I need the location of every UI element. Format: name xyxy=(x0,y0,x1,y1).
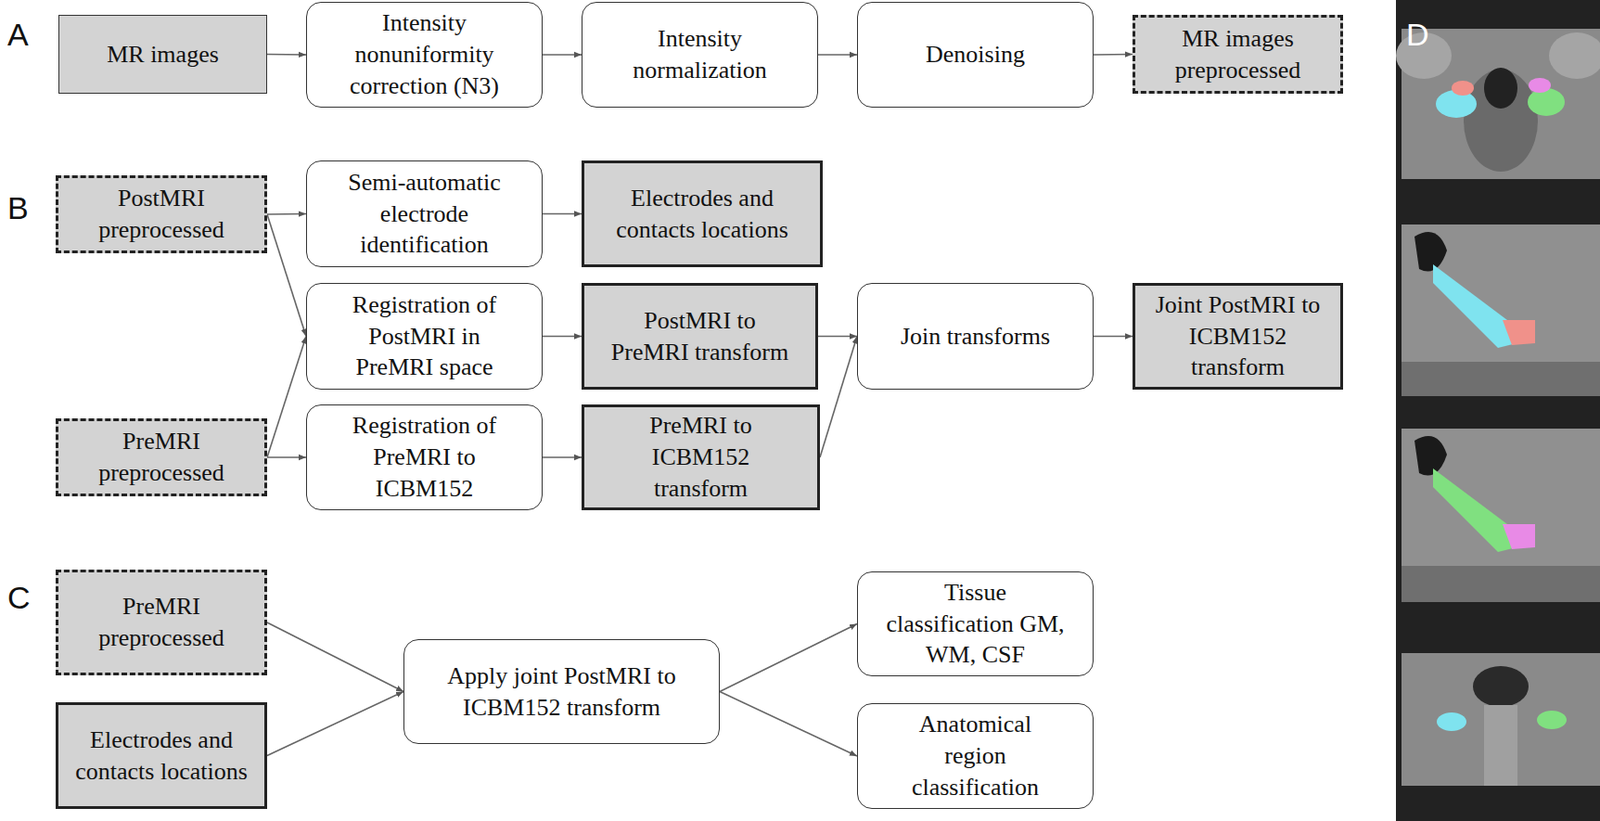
flow-arrow xyxy=(267,53,307,56)
flow-arrow xyxy=(267,213,307,216)
process-box: Intensity normalization xyxy=(581,1,819,108)
flow-arrow xyxy=(719,624,858,692)
data-box: PreMRI preprocessed xyxy=(55,569,268,676)
flow-arrow xyxy=(818,335,858,338)
flow-arrow xyxy=(719,691,858,757)
flow-arrow xyxy=(1093,335,1133,338)
data-box: PostMRI preprocessed xyxy=(55,175,268,254)
flow-arrow xyxy=(267,336,307,459)
box-text: Semi-automatic electrode identification xyxy=(327,166,523,261)
flow-arrow xyxy=(542,213,582,216)
panel-letter: B xyxy=(7,190,29,227)
box-text: Joint PostMRI to ICBM152 transform xyxy=(1150,289,1327,384)
data-box: Joint PostMRI to ICBM152 transform xyxy=(1132,282,1344,390)
flow-arrow xyxy=(818,53,858,56)
mri-slice-sagittal-right xyxy=(1401,428,1600,602)
box-text: Anatomical region classification xyxy=(887,708,1064,803)
data-box: PreMRI to ICBM152 transform xyxy=(581,404,820,511)
process-box: Denoising xyxy=(857,1,1094,108)
flow-arrow xyxy=(819,336,858,459)
process-box: Apply joint PostMRI to ICBM152 transform xyxy=(403,639,720,744)
flow-arrow xyxy=(542,53,582,56)
box-text: PostMRI preprocessed xyxy=(87,182,236,246)
flow-arrow xyxy=(267,622,404,692)
box-text: Apply joint PostMRI to ICBM152 transform xyxy=(427,660,697,724)
data-box: Electrodes and contacts locations xyxy=(55,702,268,809)
flow-arrow xyxy=(542,335,582,338)
box-text: Intensity nonuniformity correction (N3) xyxy=(332,7,518,102)
box-text: Intensity normalization xyxy=(607,23,794,87)
data-box: MR images preprocessed xyxy=(1132,14,1344,94)
panel-letter: C xyxy=(7,579,31,616)
box-text: PostMRI to PreMRI transform xyxy=(607,305,794,369)
box-text: Electrodes and contacts locations xyxy=(600,182,805,246)
panel-letter: D xyxy=(1406,16,1430,53)
box-text: Registration of PostMRI in PreMRI space xyxy=(327,289,523,384)
box-text: Tissue classification GM, WM, CSF xyxy=(883,576,1069,671)
box-text: MR images xyxy=(106,38,219,71)
panel-letter: A xyxy=(7,16,29,53)
box-text: Denoising xyxy=(925,38,1025,71)
box-text: PreMRI to ICBM152 transform xyxy=(608,409,794,504)
process-box: Semi-automatic electrode identification xyxy=(306,160,543,268)
process-box: Intensity nonuniformity correction (N3) xyxy=(306,1,543,108)
process-box: Tissue classification GM, WM, CSF xyxy=(857,571,1094,677)
data-box: PostMRI to PreMRI transform xyxy=(581,282,819,390)
box-text: PreMRI preprocessed xyxy=(87,590,236,654)
data-box: MR images xyxy=(58,14,268,94)
flow-arrow xyxy=(542,456,582,459)
data-box: PreMRI preprocessed xyxy=(55,418,268,497)
brain-mri-panel xyxy=(1395,0,1600,821)
box-text: Electrodes and contacts locations xyxy=(73,724,250,788)
box-text: Registration of PreMRI to ICBM152 xyxy=(332,409,518,504)
process-box: Anatomical region classification xyxy=(857,703,1094,809)
data-box: Electrodes and contacts locations xyxy=(581,160,823,268)
flow-arrow xyxy=(267,456,307,459)
flow-arrow xyxy=(267,691,404,756)
process-box: Registration of PostMRI in PreMRI space xyxy=(306,282,543,390)
flow-arrow xyxy=(267,214,307,337)
box-text: PreMRI preprocessed xyxy=(87,425,236,489)
flow-arrow xyxy=(1093,53,1133,56)
mri-slice-coronal xyxy=(1401,652,1600,786)
box-text: MR images preprocessed xyxy=(1150,23,1327,87)
mri-slice-sagittal-left xyxy=(1401,224,1600,397)
process-box: Registration of PreMRI to ICBM152 xyxy=(306,404,543,511)
process-box: Join transforms xyxy=(857,282,1094,390)
box-text: Join transforms xyxy=(900,320,1050,353)
